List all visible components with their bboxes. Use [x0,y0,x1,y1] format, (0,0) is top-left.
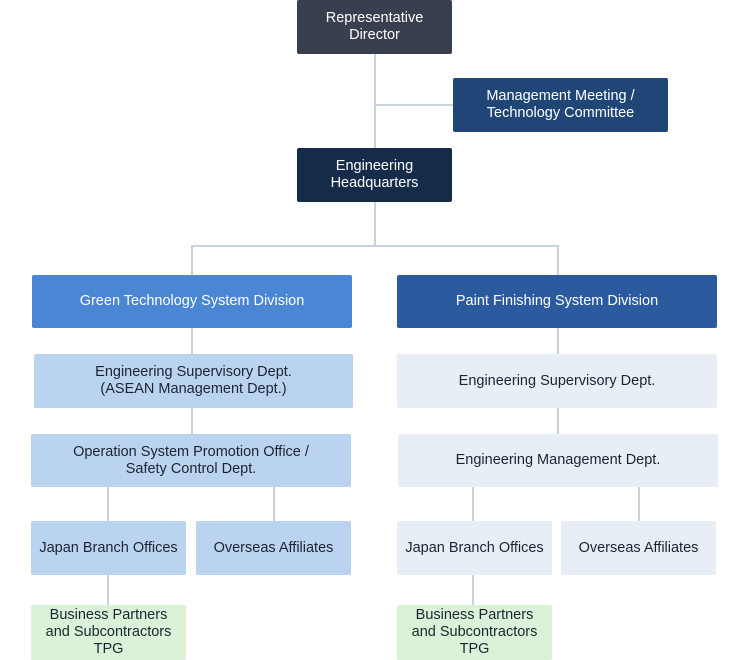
committee-box: Management Meeting / Technology Committe… [453,78,668,132]
green-business-partners-box: Business Partners and Subcontractors TPG [31,605,186,660]
paint-management-dept-box: Engineering Management Dept. [398,434,718,487]
connector-green-partners [107,575,109,605]
connector-paint-overseas [638,487,640,521]
connector-green-1 [191,328,193,354]
connector-green-drop [191,245,193,275]
green-japan-branch-box: Japan Branch Offices [31,521,186,575]
connector-paint-partners [472,575,474,605]
paint-finishing-division-label: Paint Finishing System Division [455,293,659,309]
paint-supervisory-dept-label: Engineering Supervisory Dept. [458,372,656,389]
engineering-headquarters-label: Engineering Headquarters [330,158,419,191]
green-overseas-affiliates-box: Overseas Affiliates [196,521,351,575]
connector-hq-down [374,202,376,246]
connector-paint-drop [557,245,559,275]
connector-paint-2 [557,408,559,434]
paint-supervisory-dept-box: Engineering Supervisory Dept. [397,354,717,408]
connector-director-hq [374,54,376,148]
green-supervisory-dept-box: Engineering Supervisory Dept. (ASEAN Man… [34,354,353,408]
green-japan-branch-label: Japan Branch Offices [39,539,178,556]
paint-japan-branch-label: Japan Branch Offices [405,539,544,556]
connector-paint-japan [472,487,474,521]
paint-finishing-division-box: Paint Finishing System Division [397,275,717,328]
green-overseas-affiliates-label: Overseas Affiliates [213,539,334,556]
green-business-partners-label: Business Partners and Subcontractors TPG [45,607,172,657]
engineering-headquarters-box: Engineering Headquarters [297,148,452,202]
connector-division-bar [192,245,558,247]
paint-business-partners-box: Business Partners and Subcontractors TPG [397,605,552,660]
green-operation-office-label: Operation System Promotion Office / Safe… [73,443,309,477]
connector-green-japan [107,487,109,521]
representative-director-label: Representative Director [325,10,424,43]
paint-overseas-affiliates-label: Overseas Affiliates [578,539,699,556]
connector-paint-1 [557,328,559,354]
paint-japan-branch-box: Japan Branch Offices [397,521,552,575]
green-operation-office-box: Operation System Promotion Office / Safe… [31,434,351,487]
paint-business-partners-label: Business Partners and Subcontractors TPG [411,607,538,657]
connector-green-overseas [273,487,275,521]
representative-director-box: Representative Director [297,0,452,54]
paint-overseas-affiliates-box: Overseas Affiliates [561,521,716,575]
paint-management-dept-label: Engineering Management Dept. [455,452,661,468]
green-technology-division-label: Green Technology System Division [79,293,305,309]
committee-label: Management Meeting / Technology Committe… [486,88,635,121]
connector-committee [374,104,454,106]
green-technology-division-box: Green Technology System Division [32,275,352,328]
connector-green-2 [191,408,193,434]
green-supervisory-dept-label: Engineering Supervisory Dept. (ASEAN Man… [95,364,292,397]
